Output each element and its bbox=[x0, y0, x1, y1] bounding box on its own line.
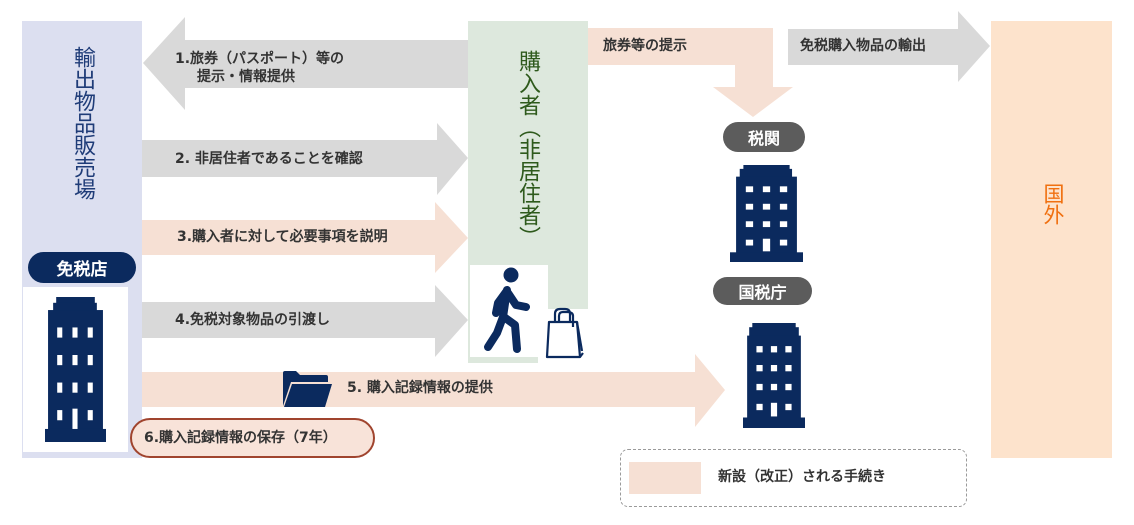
legend: 新設（改正）される手続き bbox=[620, 449, 967, 507]
step4-arrow bbox=[142, 285, 468, 357]
step6-badge: 6.購入記録情報の保存（7年） bbox=[130, 418, 375, 458]
step1-arrow bbox=[143, 17, 468, 110]
tax-free-store-badge: 免税店 bbox=[28, 252, 136, 283]
step2-label: 2. 非居住者であることを確認 bbox=[175, 151, 363, 167]
export-label: 免税購入物品の輸出 bbox=[800, 38, 926, 54]
shopping-bag-icon bbox=[545, 307, 584, 359]
nta-badge: 国税庁 bbox=[713, 277, 812, 305]
step5-label: 5. 購入記録情報の提供 bbox=[347, 380, 493, 396]
overseas-title: 国外 bbox=[1041, 183, 1065, 225]
step1-label-line2: 提示・情報提供 bbox=[197, 69, 295, 85]
step6-label: 6.購入記録情報の保存（7年） bbox=[144, 429, 337, 446]
legend-swatch-new-procedure bbox=[629, 462, 701, 494]
step4-label: 4.免税対象物品の引渡し bbox=[175, 312, 331, 328]
legend-label: 新設（改正）される手続き bbox=[718, 469, 886, 485]
step1-label-line1: 1.旅券（パスポート）等の bbox=[175, 51, 345, 67]
folder-icon bbox=[283, 371, 332, 407]
customs-badge: 税関 bbox=[723, 122, 805, 152]
nta-building-icon bbox=[743, 323, 805, 428]
walking-person-icon bbox=[484, 267, 530, 353]
step3-arrow bbox=[142, 202, 468, 273]
step2-arrow bbox=[142, 123, 468, 195]
overseas-panel bbox=[991, 21, 1112, 458]
passport-presentation-arrow bbox=[588, 28, 793, 117]
passport-presentation-label: 旅券等の提示 bbox=[603, 38, 687, 54]
buyer-title: 購入者（非居住者） bbox=[515, 50, 540, 248]
store-building-icon bbox=[45, 297, 106, 442]
export-sales-site-title: 輸出物品販売場 bbox=[70, 46, 95, 200]
export-arrow bbox=[788, 11, 990, 82]
customs-building-icon bbox=[730, 165, 803, 262]
step3-label: 3.購入者に対して必要事項を説明 bbox=[177, 229, 388, 245]
